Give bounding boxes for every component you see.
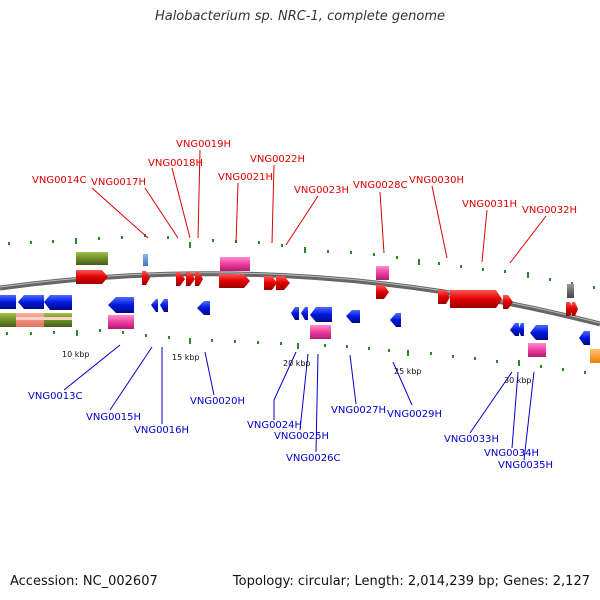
- kbp-marker-15: 15 kbp: [172, 353, 200, 362]
- gene-label[interactable]: VNG0023H: [294, 185, 349, 196]
- kbp-markers: 10 kbp 15 kbp 20 kbp 25 kbp 30 kbp: [62, 350, 532, 385]
- page-title: Halobacterium sp. NRC-1, complete genome: [154, 9, 446, 24]
- gene-label[interactable]: VNG0032H: [522, 205, 577, 216]
- kbp-marker-30: 30 kbp: [504, 376, 532, 385]
- kbp-marker-10: 10 kbp: [62, 350, 90, 359]
- kbp-marker-25: 25 kbp: [394, 367, 422, 376]
- inner-feature-track: [0, 313, 600, 363]
- gene-label[interactable]: VNG0029H: [387, 409, 442, 420]
- gene-label[interactable]: VNG0028C: [353, 180, 408, 191]
- gene-label[interactable]: VNG0014C: [32, 175, 87, 186]
- accession-text: Accession: NC_002607: [10, 574, 158, 589]
- gene-label[interactable]: VNG0013C: [28, 391, 83, 402]
- gene-label[interactable]: VNG0021H: [218, 172, 273, 183]
- gene-label[interactable]: VNG0027H: [331, 405, 386, 416]
- reverse-strand-genes: [0, 295, 590, 345]
- gene-label[interactable]: VNG0034H: [484, 448, 539, 459]
- gene-label[interactable]: VNG0022H: [250, 154, 305, 165]
- inner-tick-ring: [6, 329, 586, 374]
- gene-label[interactable]: VNG0031H: [462, 199, 517, 210]
- outer-feature-track: [76, 252, 574, 298]
- gene-label[interactable]: VNG0017H: [91, 177, 146, 188]
- gene-label[interactable]: VNG0026C: [286, 453, 341, 464]
- genome-summary-text: Topology: circular; Length: 2,014,239 bp…: [232, 574, 590, 589]
- gene-label[interactable]: VNG0033H: [444, 434, 499, 445]
- gene-label[interactable]: VNG0024H: [247, 420, 302, 431]
- kbp-marker-20: 20 kbp: [283, 359, 311, 368]
- bottom-gene-labels: VNG0013C VNG0015H VNG0016H VNG0020H VNG0…: [28, 391, 553, 471]
- gene-label[interactable]: VNG0015H: [86, 412, 141, 423]
- top-gene-labels: VNG0014C VNG0017H VNG0018H VNG0019H VNG0…: [32, 139, 577, 216]
- bottom-leader-lines: [63, 344, 535, 461]
- gene-label[interactable]: VNG0019H: [176, 139, 231, 150]
- forward-strand-genes: [76, 270, 578, 316]
- gene-label[interactable]: VNG0025H: [274, 431, 329, 442]
- gene-label[interactable]: VNG0030H: [409, 175, 464, 186]
- gene-label[interactable]: VNG0020H: [190, 396, 245, 407]
- gene-label[interactable]: VNG0018H: [148, 158, 203, 169]
- top-leader-lines: [91, 149, 547, 264]
- gene-label[interactable]: VNG0035H: [498, 460, 553, 471]
- gene-label[interactable]: VNG0016H: [134, 425, 189, 436]
